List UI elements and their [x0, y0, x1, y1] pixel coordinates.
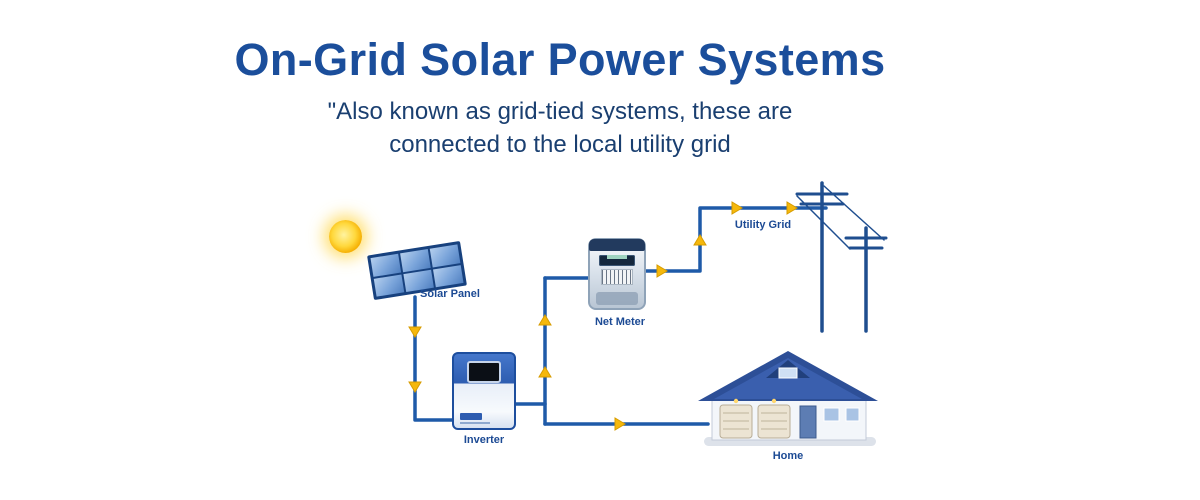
wire-panel-to-inverter	[413, 295, 454, 422]
subtitle-line-2: connected to the local utility grid	[389, 131, 731, 159]
inverter-logo	[460, 413, 490, 424]
inverter-label: Inverter	[463, 434, 505, 446]
net-meter-base	[596, 292, 638, 305]
flow-arrow-icon	[538, 366, 552, 378]
inverter-screen	[467, 361, 501, 383]
net-meter-label: Net Meter	[594, 316, 646, 328]
solar-cell	[432, 264, 464, 288]
utility-grid-label: Utility Grid	[734, 219, 792, 231]
header: On-Grid Solar Power Systems "Also known …	[0, 34, 1120, 161]
solar-panel-label: Solar Panel	[420, 288, 480, 300]
flow-arrows	[408, 201, 798, 431]
flow-arrow-icon	[614, 417, 626, 431]
net-meter-cap	[589, 239, 645, 251]
flow-arrow-icon	[408, 381, 422, 393]
utility-pole-icon	[795, 181, 888, 333]
net-meter-barcode	[601, 269, 633, 285]
home-icon	[698, 351, 878, 446]
net-meter-display	[599, 255, 635, 266]
flow-arrow-icon	[786, 201, 798, 215]
subtitle-line-1: "Also known as grid-tied systems, these …	[327, 98, 793, 125]
wires	[413, 206, 828, 426]
flow-arrow-icon	[731, 201, 743, 215]
solar-cell	[373, 273, 405, 297]
subtitle: "Also known as grid-tied systems, these …	[0, 95, 1120, 161]
solar-cell	[400, 249, 431, 272]
solar-cell	[370, 253, 402, 277]
net-meter-icon	[588, 238, 646, 310]
solar-cell	[429, 244, 461, 268]
page-title: On-Grid Solar Power Systems	[234, 34, 886, 85]
flow-arrow-icon	[693, 234, 707, 246]
home-label: Home	[772, 450, 804, 462]
flow-arrow-icon	[656, 264, 668, 278]
flow-arrow-icon	[538, 314, 552, 326]
flow-arrow-icon	[408, 326, 422, 338]
inverter-icon	[452, 352, 516, 430]
sun-icon	[329, 220, 362, 253]
wire-meter-to-grid	[644, 206, 828, 273]
